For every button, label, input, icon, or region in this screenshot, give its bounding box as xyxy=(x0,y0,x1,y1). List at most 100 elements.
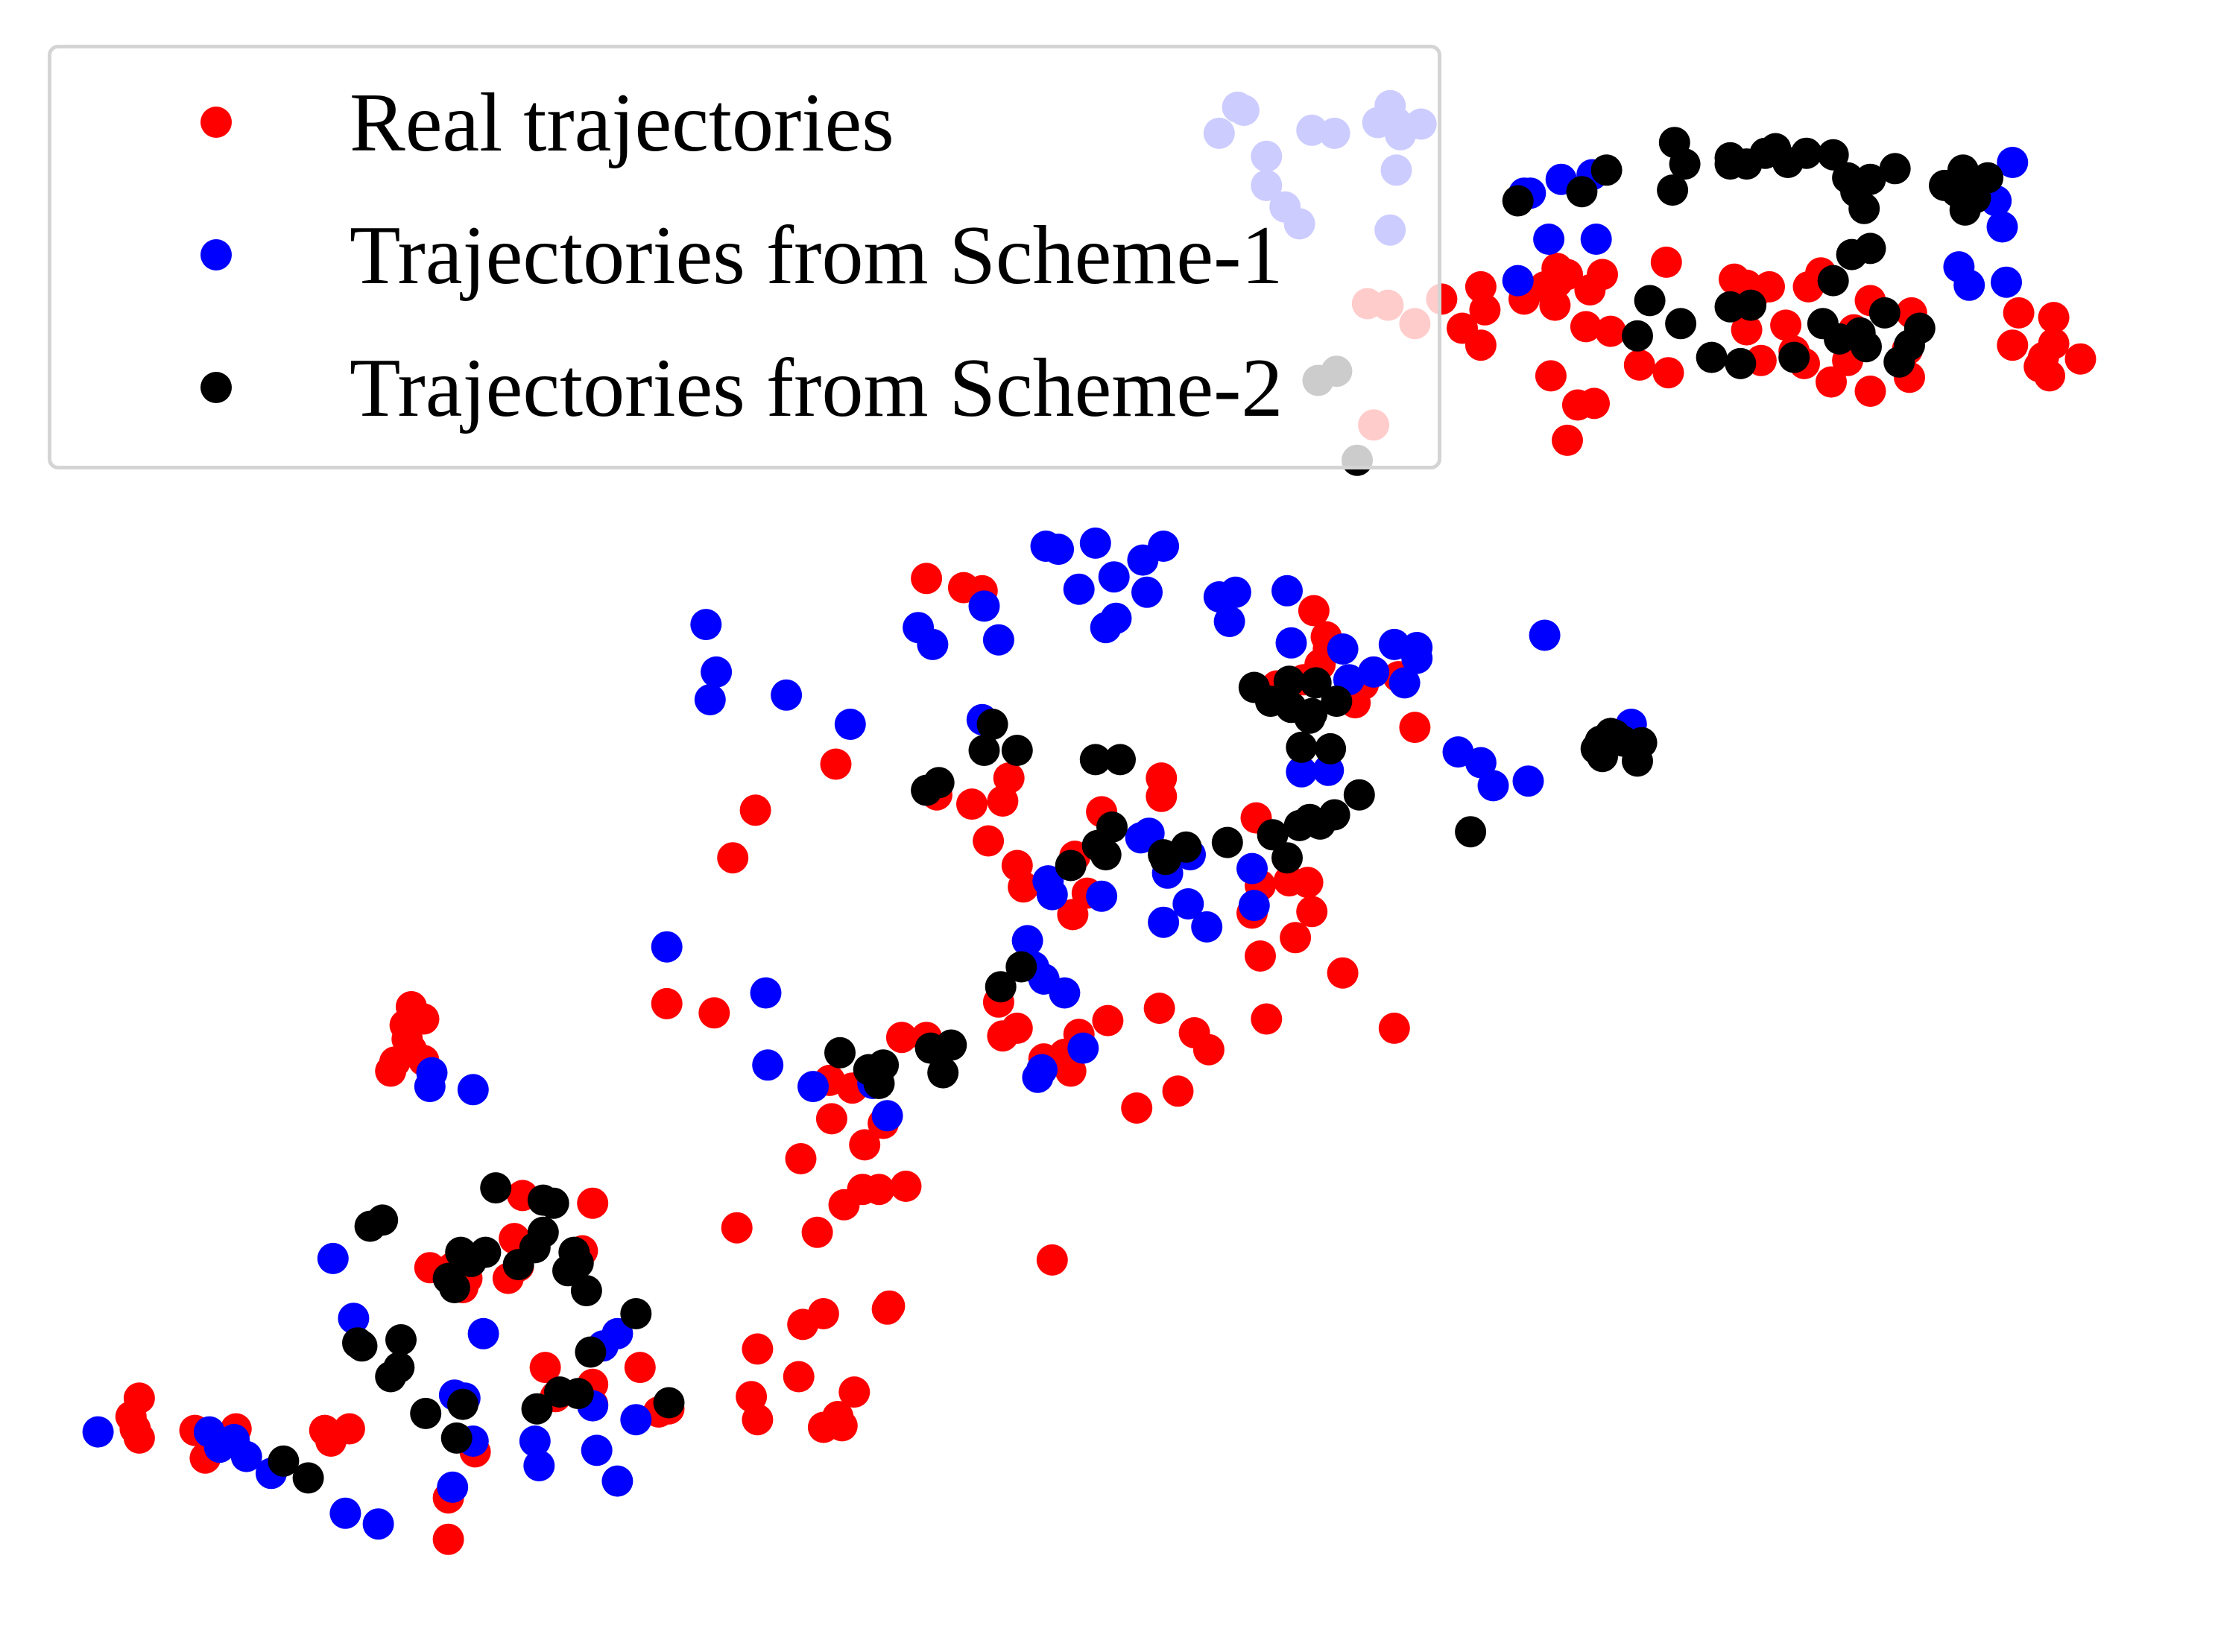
scatter-point xyxy=(1300,667,1332,699)
scatter-point xyxy=(1271,842,1303,874)
scatter-point xyxy=(1778,341,1810,373)
scatter-point xyxy=(1086,880,1118,912)
scatter-point xyxy=(317,1242,349,1274)
scatter-point xyxy=(863,1174,895,1206)
scatter-point xyxy=(1148,839,1180,871)
scatter-point xyxy=(527,1216,559,1248)
scatter-point xyxy=(1067,1032,1099,1064)
scatter-point xyxy=(815,1103,847,1135)
scatter-point xyxy=(395,991,427,1022)
scatter-point xyxy=(824,1037,856,1069)
scatter-point xyxy=(1286,756,1318,788)
scatter-point xyxy=(690,609,722,641)
scatter-point xyxy=(923,767,955,799)
scatter-point xyxy=(1552,424,1583,456)
scatter-point xyxy=(927,1057,959,1089)
scatter-point xyxy=(1286,731,1318,763)
scatter-point xyxy=(1502,185,1534,217)
scatter-point xyxy=(1191,911,1223,943)
scatter-point xyxy=(783,1361,815,1393)
scatter-point xyxy=(1953,269,1985,301)
scatter-point xyxy=(581,1434,613,1466)
scatter-point xyxy=(1790,137,1822,169)
scatter-point xyxy=(1854,376,1886,407)
scatter-point xyxy=(1001,1012,1033,1044)
scatter-point xyxy=(1399,712,1431,744)
scatter-point xyxy=(1098,561,1130,593)
scatter-point xyxy=(973,825,1005,857)
scatter-point xyxy=(2038,302,2070,334)
scatter-point xyxy=(1477,770,1509,802)
scatter-point xyxy=(1879,153,1911,185)
scatter-point xyxy=(1634,285,1666,317)
scatter-point xyxy=(575,1336,607,1368)
scatter-point xyxy=(440,1422,473,1454)
scatter-point xyxy=(1121,1092,1153,1124)
scatter-point xyxy=(1595,315,1627,347)
scatter-point xyxy=(1251,1003,1283,1035)
scatter-point xyxy=(1817,139,1849,171)
scatter-point xyxy=(873,1290,906,1322)
scatter-point xyxy=(1735,289,1767,321)
scatter-point xyxy=(1991,266,2022,298)
scatter-point xyxy=(863,1068,895,1099)
scatter-point xyxy=(750,977,782,1009)
scatter-point xyxy=(1574,274,1606,306)
scatter-point xyxy=(624,1352,656,1384)
scatter-point xyxy=(1162,1075,1194,1107)
scatter-point xyxy=(1465,329,1497,361)
scatter-point xyxy=(1192,1034,1225,1066)
scatter-point xyxy=(1972,162,2004,194)
scatter-point xyxy=(502,1249,534,1281)
scatter-point xyxy=(1036,1244,1068,1276)
scatter-point xyxy=(1669,148,1701,180)
scatter-point xyxy=(367,1204,399,1236)
scatter-point xyxy=(1650,246,1682,278)
scatter-point xyxy=(976,709,1008,740)
scatter-point xyxy=(1057,899,1089,931)
scatter-point xyxy=(570,1275,602,1307)
scatter-point xyxy=(694,684,726,715)
scatter-point xyxy=(1245,940,1276,972)
scatter-point xyxy=(797,1071,829,1103)
scatter-point xyxy=(1552,259,1583,291)
scatter-point xyxy=(1327,633,1359,665)
scatter-point xyxy=(935,1029,967,1061)
scatter-point xyxy=(1011,925,1043,957)
scatter-point xyxy=(1079,744,1111,776)
scatter-point xyxy=(1378,628,1410,660)
scatter-point xyxy=(1131,576,1163,608)
scatter-point xyxy=(537,1187,569,1219)
legend-item-real: Real trajectories xyxy=(51,63,1438,183)
scatter-point xyxy=(620,1298,652,1329)
scatter-point xyxy=(1816,366,1847,398)
scatter-point xyxy=(1275,627,1307,659)
scatter-point xyxy=(333,1413,365,1445)
scatter-point xyxy=(1298,595,1330,627)
scatter-point xyxy=(1005,951,1037,983)
scatter-point xyxy=(742,1333,774,1365)
scatter-point xyxy=(1465,270,1497,303)
scatter-point xyxy=(1257,819,1289,851)
scatter-point xyxy=(470,1236,502,1268)
scatter-point xyxy=(521,1393,553,1425)
scatter-point xyxy=(1081,829,1113,861)
scatter-point xyxy=(1211,826,1243,858)
scatter-point xyxy=(1714,148,1746,180)
scatter-point xyxy=(1008,871,1040,903)
legend: Real trajectories Trajectories from Sche… xyxy=(48,45,1441,469)
scatter-point xyxy=(968,590,1000,622)
scatter-point xyxy=(1358,656,1390,688)
scatter-point xyxy=(1570,311,1602,343)
scatter-point xyxy=(849,1129,881,1161)
scatter-point xyxy=(1854,232,1886,265)
scatter-point xyxy=(1090,612,1122,644)
scatter-point xyxy=(2064,343,2097,375)
scatter-point xyxy=(577,1187,609,1219)
legend-marker-scheme-2 xyxy=(200,372,232,403)
scatter-point xyxy=(1731,314,1763,346)
scatter-point xyxy=(82,1416,114,1448)
scatter-point xyxy=(651,987,683,1019)
scatter-point xyxy=(2023,351,2056,382)
scatter-point xyxy=(362,1508,394,1540)
